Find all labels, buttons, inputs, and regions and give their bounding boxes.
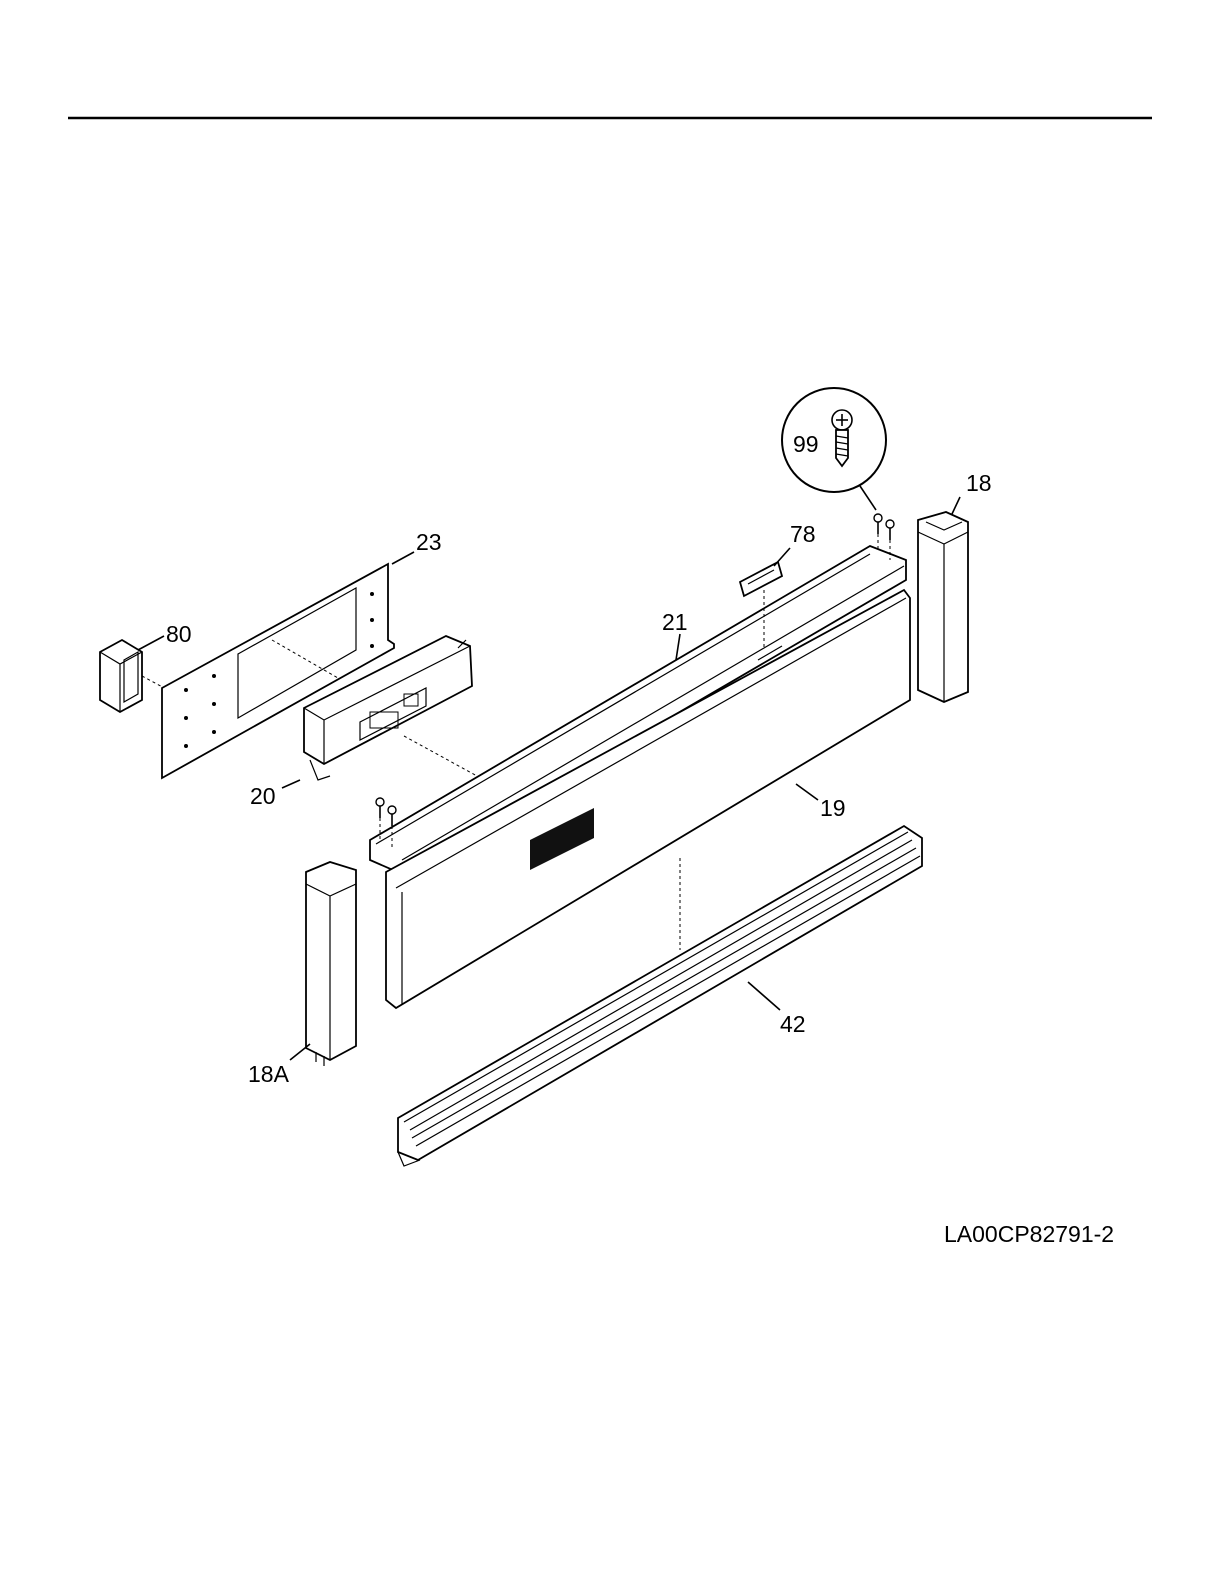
callout-18: 18: [966, 470, 992, 496]
part-78-clip: [740, 562, 782, 596]
callout-18a: 18A: [248, 1061, 290, 1087]
callout-20: 20: [250, 783, 276, 809]
callout-19: 19: [820, 795, 846, 821]
part-18-right-end-cap: [918, 512, 968, 702]
callout-42: 42: [780, 1011, 806, 1037]
part-18a-left-end-cap: [306, 862, 356, 1066]
drawing-code: LA00CP82791-2: [944, 1221, 1114, 1247]
callout-99: 99: [793, 431, 819, 457]
callout-78: 78: [790, 521, 816, 547]
part-80-connector: [100, 640, 142, 712]
callout-23: 23: [416, 529, 442, 555]
screw-detail-circle: 99: [782, 388, 886, 492]
callout-21: 21: [662, 609, 688, 635]
callout-80: 80: [166, 621, 192, 647]
